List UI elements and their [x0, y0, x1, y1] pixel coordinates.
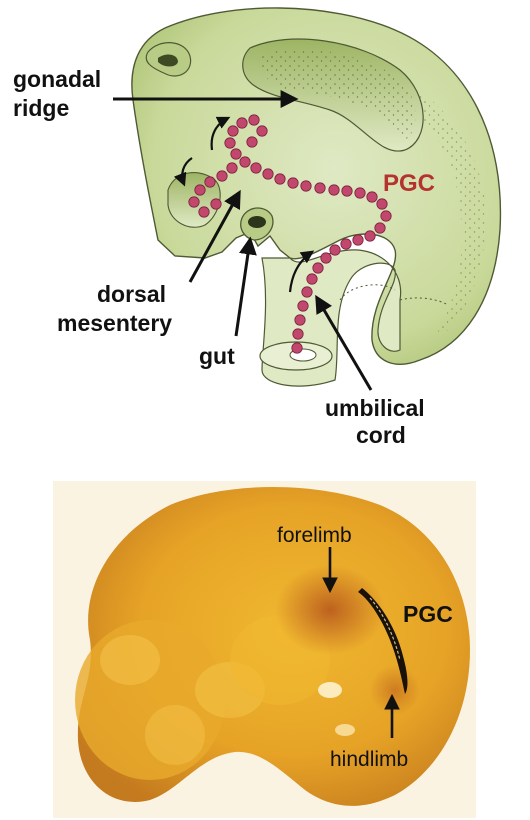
pgc-cell: [300, 180, 312, 192]
pgc-stain-highlight: [369, 597, 401, 661]
pgc-cell: [301, 286, 313, 298]
label-dorsal-mesentery-2: mesentery: [57, 310, 172, 336]
label-forelimb: forelimb: [277, 524, 352, 547]
pgc-cell: [297, 300, 309, 312]
pgc-cell: [292, 328, 304, 340]
pgc-cell: [320, 252, 332, 264]
pgc-cell: [226, 162, 238, 174]
pgc-cell: [340, 238, 352, 250]
arrow-dorsal-mesentery: [188, 189, 241, 283]
pgc-cell: [216, 170, 228, 182]
embryo-highlight-2: [335, 724, 355, 736]
pgc-cell: [227, 125, 239, 137]
pgc-cell: [194, 184, 206, 196]
pgc-cell: [328, 184, 340, 196]
pgc-cell: [198, 206, 210, 218]
migration-arrow-cord: [288, 250, 315, 293]
pgc-cell: [374, 222, 386, 234]
cord-dotted-edge: [339, 284, 396, 301]
pgc-cell: [354, 187, 366, 199]
pgc-cell: [364, 230, 376, 242]
label-umbilical-cord-1: umbilical: [325, 395, 425, 421]
pgc-cell: [287, 177, 299, 189]
pgc-cell: [250, 162, 262, 174]
label-dorsal-mesentery-1: dorsal: [97, 281, 166, 307]
label-umbilical-cord-2: cord: [356, 422, 406, 448]
body-dotted-edge: [399, 297, 449, 306]
arrow-umbilical-cord: [315, 294, 373, 391]
pgc-cell: [204, 176, 216, 188]
pgc-cell: [224, 137, 236, 149]
pgc-cell: [329, 244, 341, 256]
label-gut: gut: [199, 343, 235, 369]
neural-tube-lumen: [158, 54, 178, 67]
label-pgc-bottom: PGC: [403, 601, 453, 627]
schematic-panel: gonadal ridge PGC dorsal mesentery gut u…: [13, 7, 502, 448]
embryo-brain-vesicle-2: [145, 705, 205, 765]
body-stipple: [300, 58, 486, 346]
pgc-cell: [341, 185, 353, 197]
pgc-cell: [256, 125, 268, 137]
pgc-cell: [236, 117, 248, 129]
pgc-cell: [188, 196, 200, 208]
forelimb-bud: [275, 565, 385, 655]
pgc-cell: [291, 342, 303, 354]
pgc-cells: [188, 114, 392, 354]
label-gonadal-ridge-2: ridge: [13, 95, 69, 121]
label-hindlimb: hindlimb: [330, 748, 408, 771]
hindlimb-bud: [370, 665, 420, 715]
label-gonadal-ridge-1: gonadal: [13, 66, 101, 92]
pgc-cell: [274, 173, 286, 185]
pgc-cell: [248, 114, 260, 126]
migration-arrow-coelom: [173, 157, 193, 187]
pgc-stain-streak: [358, 588, 408, 694]
migration-arrow-ridge: [210, 116, 231, 151]
embryo-brain-vesicle-1: [100, 635, 160, 685]
pgc-cell: [306, 273, 318, 285]
pgc-cell: [246, 136, 258, 148]
pgc-cell: [312, 262, 324, 274]
pgc-cell: [210, 198, 222, 210]
pgc-cell: [230, 148, 242, 160]
label-pgc-top: PGC: [383, 170, 435, 197]
pgc-cell: [314, 182, 326, 194]
pgc-cell: [262, 168, 274, 180]
pgc-cell: [366, 191, 378, 203]
embryo-highlight-1: [318, 682, 342, 698]
gonadal-ridge-stipple: [259, 49, 416, 141]
embryo-photo-panel: forelimb PGC hindlimb: [53, 481, 476, 818]
pgc-cell: [352, 234, 364, 246]
pgc-cell: [380, 210, 392, 222]
pgc-cell: [239, 156, 251, 168]
arrow-gut: [234, 236, 257, 337]
pgc-cell: [376, 198, 388, 210]
gut-lumen: [248, 216, 266, 228]
pgc-cell: [294, 314, 306, 326]
